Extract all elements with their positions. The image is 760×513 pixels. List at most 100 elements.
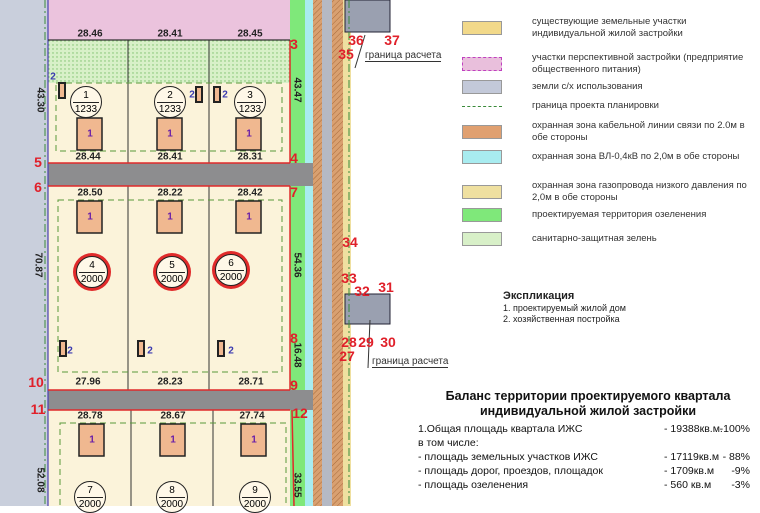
- vertical-dimension-label: 43.30: [34, 87, 46, 113]
- legend-swatch: [462, 57, 502, 71]
- dimension-label: 27.96: [75, 376, 101, 388]
- legend-swatch: [462, 80, 502, 94]
- dimension-label: 28.31: [237, 151, 263, 163]
- explication: Экспликация 1. проектируемый жилой дом 2…: [503, 291, 626, 325]
- balance-percent: -9%: [731, 465, 750, 477]
- balance-row: - площадь земельных участков ИЖС- 17119к…: [418, 450, 758, 464]
- survey-point-number: 33: [341, 270, 357, 286]
- dimension-label: 28.78: [77, 410, 103, 422]
- legend-label: санитарно-защитная зелень: [532, 233, 657, 244]
- house-mark: 1: [251, 434, 257, 446]
- legend-item: участки перспективной застройки (предпри…: [462, 52, 752, 76]
- balance-title-line2: индивидуальной жилой застройки: [479, 404, 697, 418]
- legend-label: охранная зона кабельной линии связи по 2…: [532, 120, 745, 143]
- plot-number: 2: [157, 89, 183, 103]
- survey-point-number: 3: [290, 36, 298, 52]
- main-road: [322, 0, 332, 506]
- legend-swatch: [462, 185, 502, 199]
- dimension-label: 28.41: [157, 28, 183, 40]
- plot-number: 9: [242, 484, 268, 498]
- explication-title: Экспликация: [503, 290, 575, 302]
- balance-value: - 19388кв.м.: [664, 423, 723, 435]
- house-mark: 1: [167, 128, 173, 140]
- dimension-label: 28.23: [157, 376, 183, 388]
- road-2: [48, 390, 290, 410]
- balance-label: - площадь озеленения: [418, 479, 529, 491]
- legend-item: проектируемая территория озеленения: [462, 208, 706, 222]
- dimension-label: 28.46: [77, 28, 103, 40]
- balance-percent: -3%: [731, 479, 750, 491]
- legend-label: участки перспективной застройки (предпри…: [532, 52, 744, 75]
- survey-point-number: 29: [358, 334, 374, 350]
- legend-label: охранная зона ВЛ-0,4кВ по 2,0м в обе сто…: [532, 151, 740, 162]
- house-mark: 1: [89, 434, 95, 446]
- calculation-border-label-north: граница расчета: [365, 50, 442, 62]
- vertical-dimension-label: 33.55: [291, 472, 303, 498]
- outbuilding-mark: 2: [189, 89, 195, 101]
- dimension-label: 28.41: [157, 151, 183, 163]
- plot-number: 1: [73, 89, 99, 103]
- balance-label: в том числе:: [418, 437, 479, 449]
- plot-area: 2000: [243, 499, 267, 510]
- plot-area: 2000: [80, 274, 104, 285]
- survey-point-number: 27: [339, 348, 355, 364]
- houses: [76, 117, 267, 457]
- dimension-label: 28.42: [237, 187, 263, 199]
- survey-point-number: 37: [384, 32, 400, 48]
- legend-label: земли с/х использования: [532, 81, 643, 92]
- survey-point-number: 5: [34, 154, 42, 170]
- plot-area: 2000: [219, 272, 243, 283]
- survey-point-number: 7: [290, 184, 298, 200]
- survey-point-number: 28: [341, 334, 357, 350]
- dimension-label: 28.44: [75, 151, 101, 163]
- balance-row: 1.Общая площадь квартала ИЖС- 19388кв.м.…: [418, 422, 758, 436]
- legend-item: охранная зона газопровода низкого давлен…: [462, 180, 752, 204]
- plot-number: 7: [77, 484, 103, 498]
- plot-area: 2000: [160, 274, 184, 285]
- side-road-north: [344, 0, 391, 33]
- plot-number: 3: [237, 89, 263, 103]
- plot-area: 1233: [74, 104, 98, 115]
- legend-swatch: [462, 232, 502, 246]
- balance-label: - площадь земельных участков ИЖС: [418, 451, 598, 463]
- survey-point-number: 11: [30, 401, 46, 417]
- outbuilding-mark: 2: [147, 345, 153, 357]
- balance-value: - 560 кв.м: [664, 479, 712, 491]
- balance-row: - площадь озеленения - 560 кв.м -3%: [418, 478, 758, 492]
- legend-swatch: [462, 150, 502, 164]
- side-road-south: [344, 293, 391, 325]
- legend-swatch: [462, 125, 502, 139]
- gas-protection-zone: [343, 0, 351, 506]
- house-mark: 1: [87, 211, 93, 223]
- calculation-border-label-south: граница расчета: [372, 356, 449, 368]
- legend-label: охранная зона газопровода низкого давлен…: [532, 180, 747, 203]
- vertical-dimension-label: 54.36: [291, 252, 303, 278]
- legend-item: существующие земельные участки индивидуа…: [462, 16, 752, 40]
- survey-point-number: 36: [348, 32, 364, 48]
- balance-row: в том числе:: [418, 436, 758, 450]
- legend-item: граница проекта планировки: [462, 100, 659, 112]
- balance-label: - площадь дорог, проездов, площадок: [418, 465, 603, 477]
- house-mark: 1: [246, 128, 252, 140]
- explication-item: 1. проектируемый жилой дом: [503, 303, 626, 313]
- outbuildings: [58, 82, 225, 357]
- explication-item: 2. хозяйственная постройка: [503, 314, 620, 324]
- legend-item: охранная зона кабельной линии связи по 2…: [462, 120, 752, 144]
- survey-point-number: 35: [338, 46, 354, 62]
- survey-point-number: 10: [28, 374, 44, 390]
- survey-point-number: 30: [380, 334, 396, 350]
- future-development-zone: [48, 0, 290, 40]
- survey-point-number: 12: [292, 405, 308, 421]
- house-mark: 1: [170, 434, 176, 446]
- survey-point-number: 8: [290, 330, 298, 346]
- outbuilding-mark: 2: [50, 71, 56, 83]
- plot-number: 4: [79, 259, 105, 273]
- plot-area: 2000: [160, 499, 184, 510]
- outbuilding-mark: 2: [228, 345, 234, 357]
